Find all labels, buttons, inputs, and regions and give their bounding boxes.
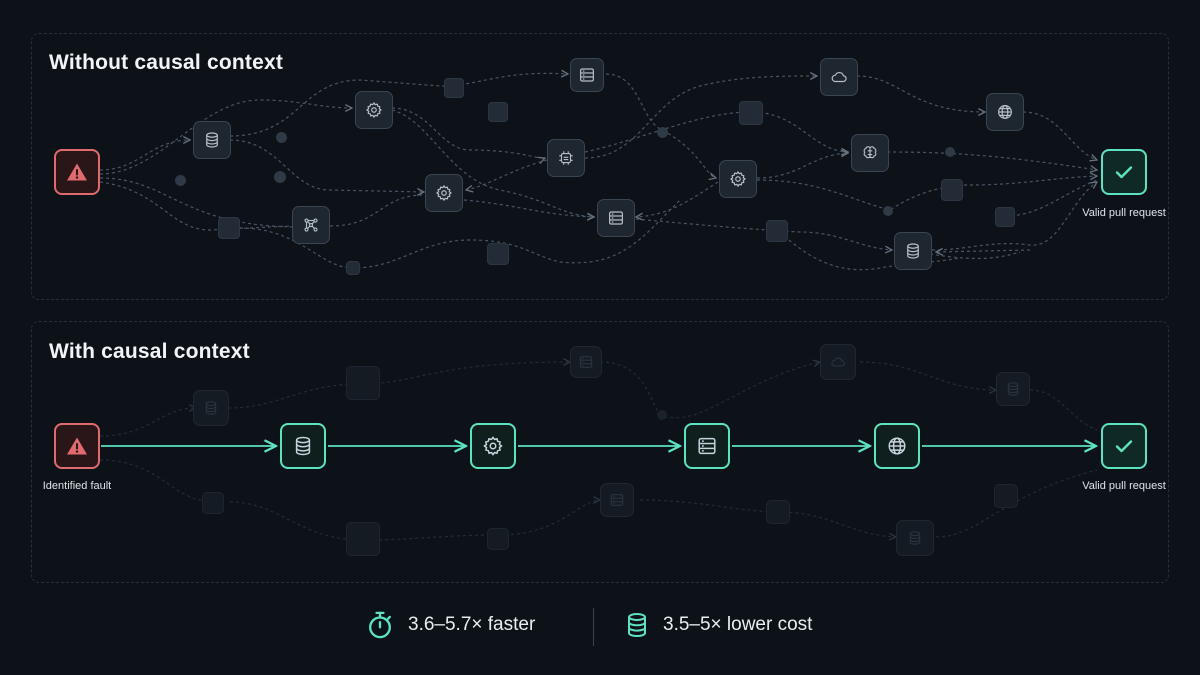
- database-node: [894, 232, 932, 270]
- bottom-faint-paths: [99, 362, 1098, 540]
- placeholder-node: [218, 217, 240, 239]
- path-gear-node: [470, 423, 516, 469]
- placeholder-node: [995, 207, 1015, 227]
- placeholder-node: [766, 220, 788, 242]
- check-icon: [1112, 160, 1136, 184]
- speed-metric-text: 3.6–5.7× faster: [408, 614, 536, 635]
- placeholder-node: [739, 101, 763, 125]
- without-context-title: Without causal context: [49, 51, 284, 74]
- gear-icon: [482, 435, 504, 457]
- gear-node: [355, 91, 393, 129]
- cost-metric-text: 3.5–5× lower cost: [663, 614, 813, 635]
- database-icon: [628, 613, 646, 638]
- server-icon: [578, 354, 594, 370]
- server-node: [570, 58, 604, 92]
- database-node: [193, 121, 231, 159]
- chip-icon: [557, 149, 575, 167]
- identified-fault-label: Identified fault: [42, 480, 112, 492]
- cloud-icon: [830, 354, 846, 370]
- valid-pr-label-bottom: Valid pull request: [1082, 480, 1166, 492]
- placeholder-node: [346, 261, 360, 275]
- without-context-panel: [31, 33, 1169, 300]
- cost-metric: 3.5–5× lower cost: [625, 610, 812, 640]
- faint-placeholder: [994, 484, 1018, 508]
- alert-icon: [65, 160, 89, 184]
- check-icon: [1112, 434, 1136, 458]
- gear-icon: [435, 184, 453, 202]
- globe-icon: [996, 103, 1014, 121]
- gear-node: [719, 160, 757, 198]
- junction-dot: [276, 132, 287, 143]
- junction-dot: [945, 147, 955, 157]
- speed-metric: 3.6–5.7× faster: [366, 610, 535, 640]
- placeholder-node: [941, 179, 963, 201]
- faint-server-node: [570, 346, 602, 378]
- junction-dot: [175, 175, 186, 186]
- alert-icon: [65, 434, 89, 458]
- database-icon: [292, 435, 314, 457]
- database-icon: [904, 242, 922, 260]
- database-icon: [907, 530, 923, 546]
- junction-dot: [274, 171, 286, 183]
- globe-icon: [886, 435, 908, 457]
- faint-placeholder: [346, 366, 380, 400]
- path-server-node: [684, 423, 730, 469]
- valid-pr-label-top: Valid pull request: [1082, 207, 1166, 219]
- faint-placeholder: [202, 492, 224, 514]
- faint-placeholder: [487, 528, 509, 550]
- database-icon: [203, 131, 221, 149]
- top-paths: [99, 73, 1097, 271]
- brain-node: [851, 134, 889, 172]
- cloud-node: [820, 58, 858, 96]
- with-context-panel: [31, 321, 1169, 583]
- placeholder-node: [444, 78, 464, 98]
- placeholder-node: [488, 102, 508, 122]
- globe-node: [986, 93, 1024, 131]
- path-database-node: [280, 423, 326, 469]
- placeholder-node: [487, 243, 509, 265]
- chip-node: [547, 139, 585, 177]
- junction-dot: [657, 127, 668, 138]
- faint-server-node: [600, 483, 634, 517]
- pull-request-node-bottom: [1101, 423, 1147, 469]
- path-globe-node: [874, 423, 920, 469]
- stopwatch-icon: [369, 611, 391, 639]
- junction-dot: [883, 206, 893, 216]
- server-icon: [609, 492, 625, 508]
- server-node: [597, 199, 635, 237]
- metrics-divider: [593, 608, 594, 646]
- pull-request-node-top: [1101, 149, 1147, 195]
- cloud-icon: [830, 68, 848, 86]
- with-context-title: With causal context: [49, 340, 250, 363]
- fault-node-bottom: [54, 423, 100, 469]
- network-icon: [302, 216, 320, 234]
- brain-icon: [861, 144, 879, 162]
- faint-database-node: [193, 390, 229, 426]
- faint-cloud-node: [820, 344, 856, 380]
- database-icon: [203, 400, 219, 416]
- gear-node: [425, 174, 463, 212]
- bottom-faint-dots: [208, 410, 667, 506]
- gear-icon: [365, 101, 383, 119]
- faint-database-node: [996, 372, 1030, 406]
- fault-node-top: [54, 149, 100, 195]
- faint-placeholder: [766, 500, 790, 524]
- network-node: [292, 206, 330, 244]
- server-icon: [578, 66, 596, 84]
- metrics-bar: 3.6–5.7× faster 3.5–5× lower cost: [0, 610, 1200, 646]
- server-icon: [607, 209, 625, 227]
- server-icon: [696, 435, 718, 457]
- gear-icon: [729, 170, 747, 188]
- faint-database-node: [896, 520, 934, 556]
- faint-placeholder: [346, 522, 380, 556]
- database-icon: [1005, 381, 1021, 397]
